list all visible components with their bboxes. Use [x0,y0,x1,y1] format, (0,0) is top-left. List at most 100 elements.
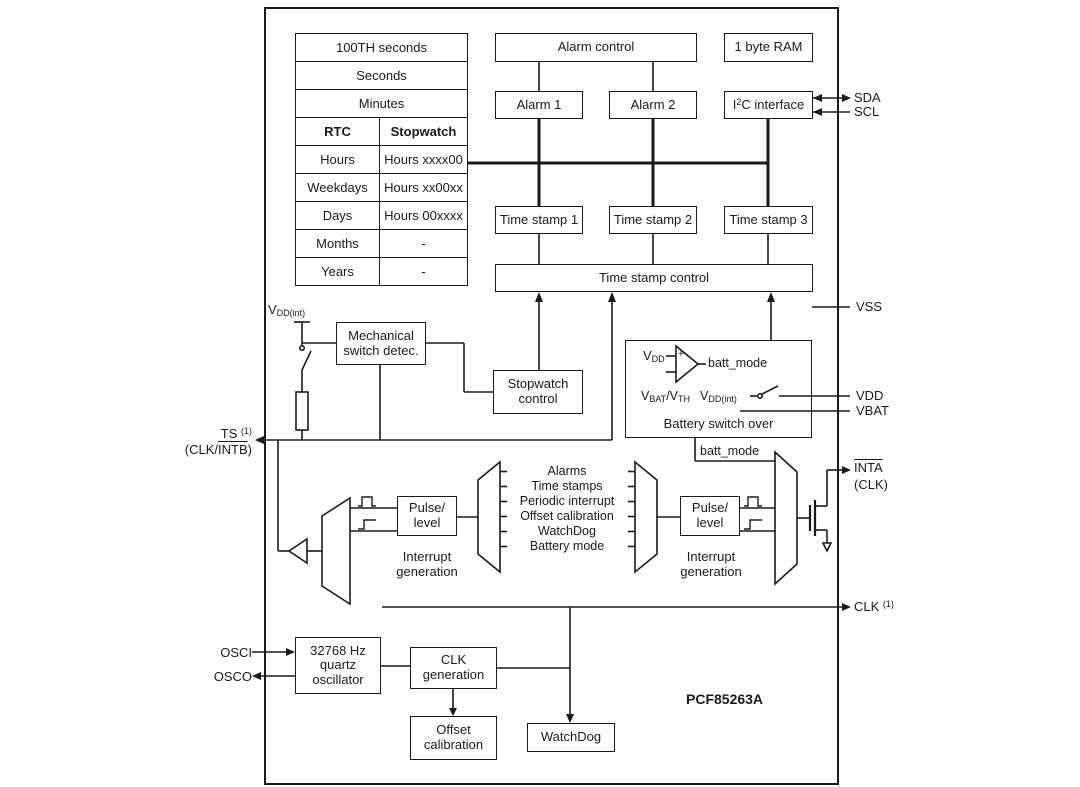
block-time-stamp-control: Time stamp control [495,264,813,292]
arrow-right-icon [842,603,851,611]
block-label: Alarm 1 [516,96,562,112]
block-label: Pulse/level [408,500,446,530]
table-cell: Months [295,229,380,258]
pin-inta-label: INTA [854,460,883,475]
pin-vss-label: VSS [856,299,883,314]
block-quartz-oscillator: 32768 Hz quartz oscillator [295,637,381,694]
table-header-rtc: RTC [295,117,380,146]
block-i2c-interface: I2C interface [724,91,813,119]
block-label: 32768 Hz quartz oscillator [310,642,366,687]
switch-contact-icon [298,344,305,351]
table-cell: Days [295,201,380,230]
pin-scl-label: SCL [854,104,880,119]
block-alarm-2: Alarm 2 [609,91,697,119]
mux-right-source-icon [634,460,658,574]
resistor-icon [295,391,309,431]
battery-vbat-vth-label: VBAT/VTH [641,389,690,404]
comparator-plus-label: + [678,349,684,360]
block-label: Time stamp 3 [729,211,808,227]
table-cell: - [379,229,468,258]
interrupt-source: Periodic interrupt [519,494,615,508]
wires [252,62,850,715]
interrupt-source: Time stamps [531,479,603,493]
interrupt-generation-label-right: Interrupt generation [680,549,742,579]
table-cell: Hours [295,145,380,174]
block-label: WatchDog [540,729,602,745]
comparator-icon [675,344,700,384]
battery-vddint-label: VDD(int) [700,389,737,404]
pin-vdd-label: VDD [856,388,884,403]
pulse-icon [358,496,376,507]
table-header-stopwatch: Stopwatch [379,117,468,146]
level-icon [358,519,376,530]
open-drain-icon [821,542,833,553]
pin-ts-line2: (CLK/INTB) [184,441,252,457]
block-label: Alarm 2 [630,96,676,112]
block-label: Pulse/level [691,500,729,530]
batt-mode-signal-label: batt_mode [700,444,760,458]
block-label: Time stamp 1 [499,211,579,227]
arrow-down-icon [566,714,574,723]
pulse-icon [744,496,762,507]
interrupt-source: Battery mode [529,539,605,553]
table-cell: Hours xxxx00 [379,145,468,174]
rtc-stopwatch-table: 100TH seconds Seconds Minutes RTC Stopwa… [295,33,468,286]
arrow-right-icon [286,648,295,656]
block-time-stamp-3: Time stamp 3 [724,206,813,234]
buffer-icon [287,537,308,565]
pin-inta-mode-label: (CLK) [854,477,888,492]
block-label: Offset calibration [423,722,484,752]
table-cell: Hours 00xxxx [379,201,468,230]
block-label: CLK generation [422,652,485,682]
mosfet-icon [808,500,817,536]
mux-left-source-icon [477,460,501,574]
arrow-left-icon [813,94,822,102]
block-label: 1 byte RAM [734,39,803,55]
arrow-left-icon [813,108,822,116]
block-watchdog: WatchDog [527,723,615,752]
arrow-left-icon [255,436,264,444]
arrow-up-icon [767,292,775,302]
block-alarm-control: Alarm control [495,33,697,62]
block-mechanical-switch-detect: Mechanical switch detec. [336,322,426,365]
block-label: Mechanical switch detec. [343,327,419,358]
block-label: Time stamp control [598,269,710,285]
table-cell: Hours xx00xx [379,173,468,202]
block-time-stamp-2: Time stamp 2 [609,206,697,234]
pin-ts-line1: TS (1) [220,426,252,441]
level-icon [744,519,762,530]
interrupt-source: Alarms [547,464,587,478]
interrupt-source-list: Alarms Time stamps Periodic interrupt Of… [503,464,631,554]
table-cell: Years [295,257,380,286]
pin-ts-label: TS (1) (CLK/INTB) [160,426,252,458]
table-cell: Seconds [295,61,468,90]
switch-contact-icon [756,392,763,399]
chip-name: PCF85263A [686,691,764,707]
interrupt-source: Offset calibration [520,509,614,523]
arrow-right-icon [842,94,851,102]
battery-batt-mode-label: batt_mode [708,356,768,370]
table-cell: Weekdays [295,173,380,202]
mux-left-output-icon [321,496,351,606]
block-label: Time stamp 2 [613,211,693,227]
vddint-supply-label: VDD(int) [268,302,306,318]
block-alarm-1: Alarm 1 [495,91,583,119]
table-cell: Minutes [295,89,468,118]
pulse-waveform-icons [358,496,762,530]
block-stopwatch-control: Stopwatch control [493,370,583,414]
arrow-up-icon [535,292,543,302]
block-battery-switch-over [625,340,812,438]
block-1-byte-ram: 1 byte RAM [724,33,813,62]
block-pulse-level-left: Pulse/level [397,496,457,536]
block-label: Alarm control [557,39,635,55]
pin-sda-label: SDA [854,90,881,105]
arrow-left-icon [252,672,261,680]
pin-clk-label: CLK (1) [854,599,894,614]
block-clk-generation: CLK generation [410,647,497,689]
arrow-down-icon [449,708,457,716]
pin-vbat-label: VBAT [856,403,889,418]
arrowheads [252,94,851,723]
battery-vdd-label: VDD [643,348,665,364]
arrow-up-icon [608,292,616,302]
